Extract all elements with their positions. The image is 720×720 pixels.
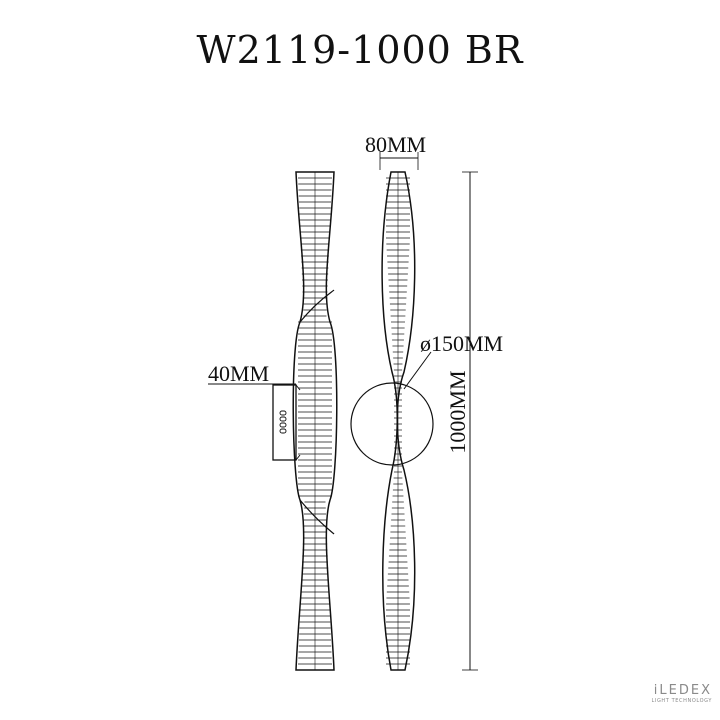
front-crystal-segments [298, 177, 332, 665]
side-crystal-segments [386, 177, 410, 665]
height-dimension-label: 1000MM [445, 370, 470, 454]
wall-mount-bracket [272, 384, 301, 461]
product-model-title: W2119-1000 BR [196, 28, 524, 72]
width-dimension-label: 80MM [365, 132, 427, 157]
front-view-lamp [292, 171, 338, 671]
mount-screw-slots [279, 410, 287, 434]
diameter-circle [350, 351, 434, 466]
brand-logo: iLEDEX LIGHT TECHNOLOGY [636, 684, 712, 705]
brand-tagline: LIGHT TECHNOLOGY [651, 698, 712, 704]
height-dimension-line [462, 171, 478, 671]
brand-name: iLEDEX [653, 683, 712, 698]
diameter-dimension-label: ø150MM [420, 331, 504, 356]
width-dimension-leader [379, 152, 419, 170]
side-view-lamp [381, 171, 416, 671]
depth-dimension-label: 40MM [208, 361, 270, 386]
